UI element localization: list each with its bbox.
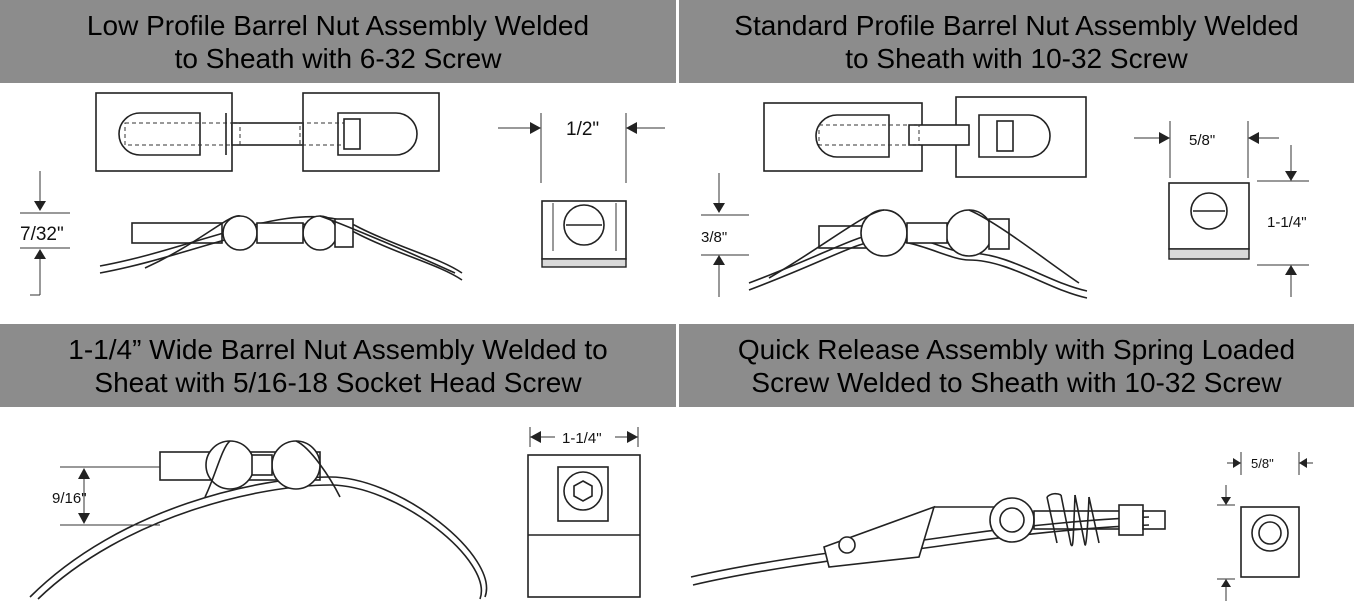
panel-2-height-label: 3/8" <box>701 229 727 246</box>
panel-3-title-line-2: Sheat with 5/16-18 Socket Head Screw <box>94 366 582 398</box>
panel-2-height-dimension: 3/8" <box>701 173 749 297</box>
panel-1-end-view: 1/2" <box>498 113 665 268</box>
panel-1-title-line-1: Low Profile Barrel Nut Assembly Welded <box>86 9 590 41</box>
panel-2-length-label: 1-1/4" <box>1267 214 1307 231</box>
panel-2-title-line-1: Standard Profile Barrel Nut Assembly Wel… <box>734 9 1299 41</box>
panel-1-drawing: 7/32" 1/2" <box>20 92 665 296</box>
panel-3-title-bar: 1-1/4” Wide Barrel Nut Assembly Welded t… <box>0 324 676 407</box>
panel-2-drawing: 3/8" 5/8" 1-1/4" <box>701 96 1309 299</box>
panel-1-width-label: 1/2" <box>566 119 599 140</box>
panel-4-end-view: 5/8" <box>1217 452 1313 601</box>
panel-1-title-bar: Low Profile Barrel Nut Assembly Welded t… <box>0 0 676 83</box>
panel-3-side-view <box>29 440 488 600</box>
panel-2-end-view: 5/8" 1-1/4" <box>1134 121 1309 297</box>
panel-2-width-label: 5/8" <box>1189 132 1215 149</box>
panel-1-top-view <box>95 92 440 172</box>
panel-2-side-view <box>748 209 1088 299</box>
panel-4-title-line-1: Quick Release Assembly with Spring Loade… <box>737 333 1296 365</box>
panel-3-title-line-1: 1-1/4” Wide Barrel Nut Assembly Welded t… <box>68 333 608 365</box>
panel-4-side-view <box>690 492 1166 586</box>
panel-2-title-bar: Standard Profile Barrel Nut Assembly Wel… <box>679 0 1354 83</box>
panel-2-top-view <box>763 96 1087 178</box>
panel-1-side-view <box>99 215 463 281</box>
panel-2-title-line-2: to Sheath with 10-32 Screw <box>845 42 1188 74</box>
panel-4-title-line-2: Screw Welded to Sheath with 10-32 Screw <box>751 366 1282 398</box>
panel-3-height-label: 9/16" <box>52 490 87 507</box>
panel-3-drawing: 9/16" 1-1/4" <box>29 427 641 600</box>
panel-1-title-line-2: to Sheath with 6-32 Screw <box>174 42 502 74</box>
panel-3-end-view: 1-1/4" <box>527 427 641 598</box>
panel-1-height-dimension: 7/32" <box>20 171 70 296</box>
panel-3-width-label: 1-1/4" <box>562 430 602 447</box>
panel-4-drawing: 5/8" <box>690 452 1313 601</box>
panel-1-height-label: 7/32" <box>20 224 64 245</box>
panel-4-title-bar: Quick Release Assembly with Spring Loade… <box>679 324 1354 407</box>
panel-3-height-dimension: 9/16" <box>52 466 160 526</box>
panel-4-width-label: 5/8" <box>1251 456 1274 471</box>
